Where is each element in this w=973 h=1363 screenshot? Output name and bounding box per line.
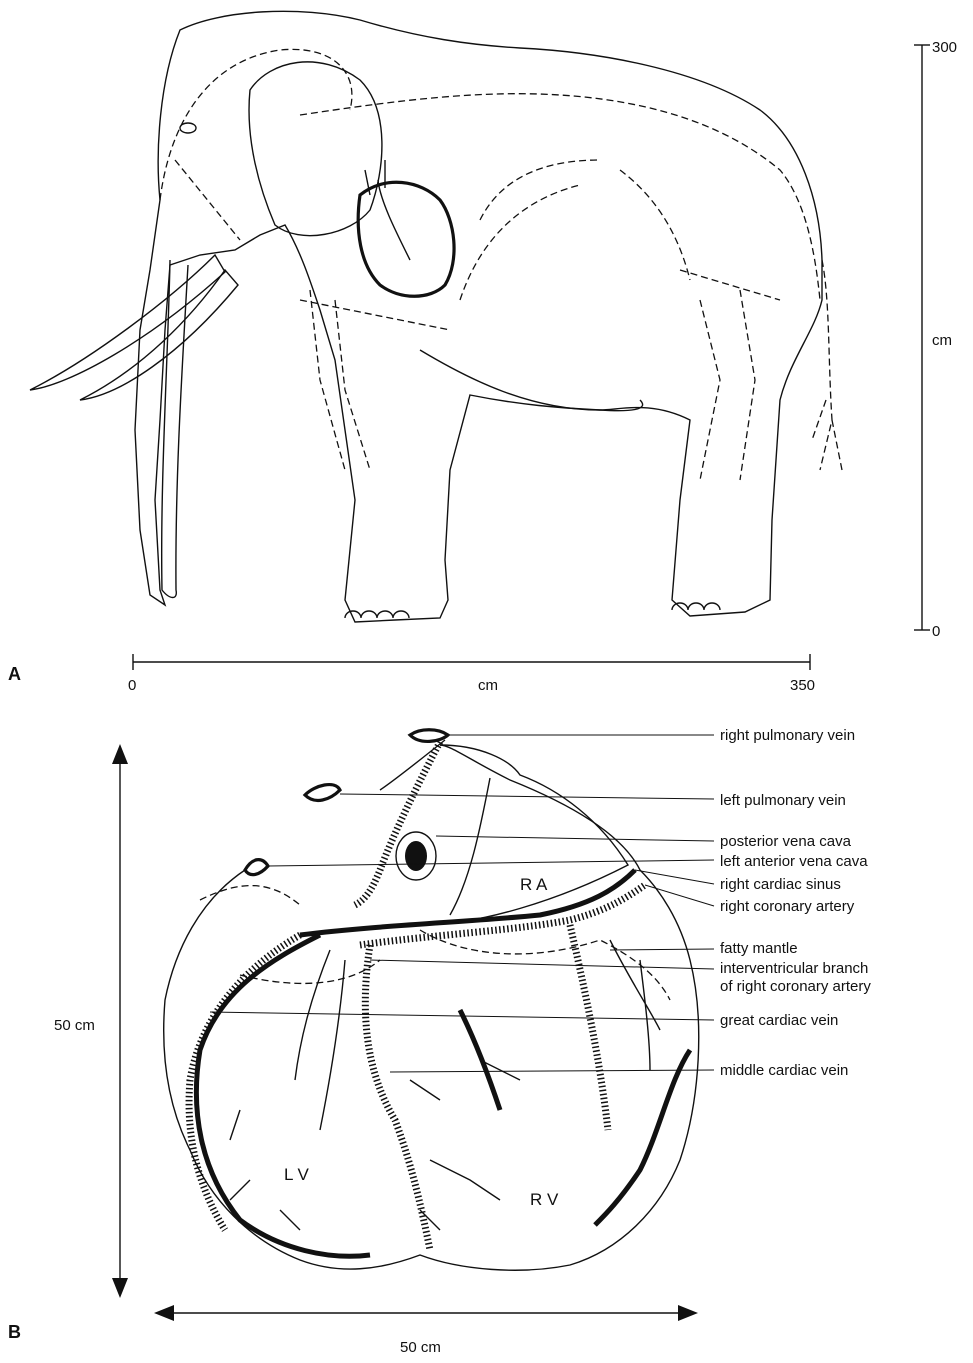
- elephant-tusk-right: [80, 270, 238, 400]
- callout-of-right-coronary-artery: of right coronary artery: [720, 978, 871, 995]
- callout-right-cardiac-sinus: right cardiac sinus: [720, 876, 841, 893]
- callout-right-pulmonary-vein: right pulmonary vein: [720, 727, 855, 744]
- right-pulmonary-vein-shape: [410, 730, 448, 742]
- left-pulmonary-vein-shape: [305, 785, 340, 801]
- skeleton-rear-leg: [680, 270, 780, 480]
- callout-leaders: [210, 735, 714, 1072]
- y-scale-top: 300: [932, 39, 957, 56]
- height-arrow: 50 cm: [54, 744, 128, 1298]
- width-label: 50 cm: [400, 1339, 441, 1356]
- elephant-heart: [358, 182, 454, 296]
- right-marginal-vein: [595, 1050, 690, 1225]
- fatty-mantle-area: [200, 886, 670, 1000]
- posterior-vena-cava-opening: [405, 841, 427, 871]
- callout-left-pulmonary-vein: left pulmonary vein: [720, 792, 846, 809]
- label-lv: L V: [284, 1165, 310, 1184]
- y-scale-unit: cm: [932, 332, 952, 349]
- right-marginal-artery: [570, 925, 608, 1130]
- callout-posterior-vena-cava: posterior vena cava: [720, 833, 852, 850]
- elephant-tusk-left: [30, 255, 225, 390]
- right-pulmonary-vein-stem: [380, 740, 445, 790]
- great-cardiac-vein-vessel: [196, 935, 370, 1256]
- y-scale-bottom: 0: [932, 623, 940, 640]
- x-scale-start: 0: [128, 677, 136, 694]
- callout-middle-cardiac-vein: middle cardiac vein: [720, 1062, 848, 1079]
- heart-drawing: [164, 730, 699, 1270]
- y-scale-bar: 300 cm 0: [914, 39, 957, 640]
- elephant-heart-vessels: [365, 160, 410, 260]
- elephant-ear: [249, 62, 382, 236]
- elephant-drawing: [30, 11, 842, 622]
- left-anterior-cava-cap: [245, 860, 268, 875]
- elephant-eye: [180, 123, 196, 133]
- x-scale-bar: 0 cm 350: [128, 654, 815, 694]
- callout-labels: right pulmonary vein left pulmonary vein…: [720, 727, 871, 1079]
- callout-right-coronary-artery: right coronary artery: [720, 898, 855, 915]
- ra-inner-line: [450, 778, 490, 915]
- skeleton-spine: [300, 94, 820, 300]
- callout-fatty-mantle: fatty mantle: [720, 940, 798, 957]
- label-rv: R V: [530, 1190, 559, 1209]
- skeleton-ribs: [460, 160, 690, 300]
- elephant-trunk: [162, 260, 188, 598]
- height-label: 50 cm: [54, 1017, 95, 1034]
- callout-interventricular-branch: interventricular branch: [720, 960, 868, 977]
- elephant-outline: [135, 11, 822, 622]
- width-arrow: 50 cm: [154, 1305, 698, 1356]
- x-scale-end: 350: [790, 677, 815, 694]
- interventricular-branch: [365, 945, 430, 1250]
- label-ra: R A: [520, 875, 548, 894]
- elephant-toes-front: [345, 611, 409, 618]
- x-scale-unit: cm: [478, 677, 498, 694]
- callout-left-anterior-vena-cava: left anterior vena cava: [720, 853, 868, 870]
- skeleton-skull: [160, 49, 352, 240]
- heart-outline: [164, 745, 699, 1270]
- callout-great-cardiac-vein: great cardiac vein: [720, 1012, 838, 1029]
- panel-b-label: B: [8, 1322, 21, 1342]
- elephant-tail: [812, 260, 842, 470]
- elephant-belly: [420, 350, 643, 411]
- panel-a-label: A: [8, 664, 21, 684]
- atrial-branch: [355, 742, 440, 905]
- right-cardiac-sinus-vessel: [300, 870, 635, 935]
